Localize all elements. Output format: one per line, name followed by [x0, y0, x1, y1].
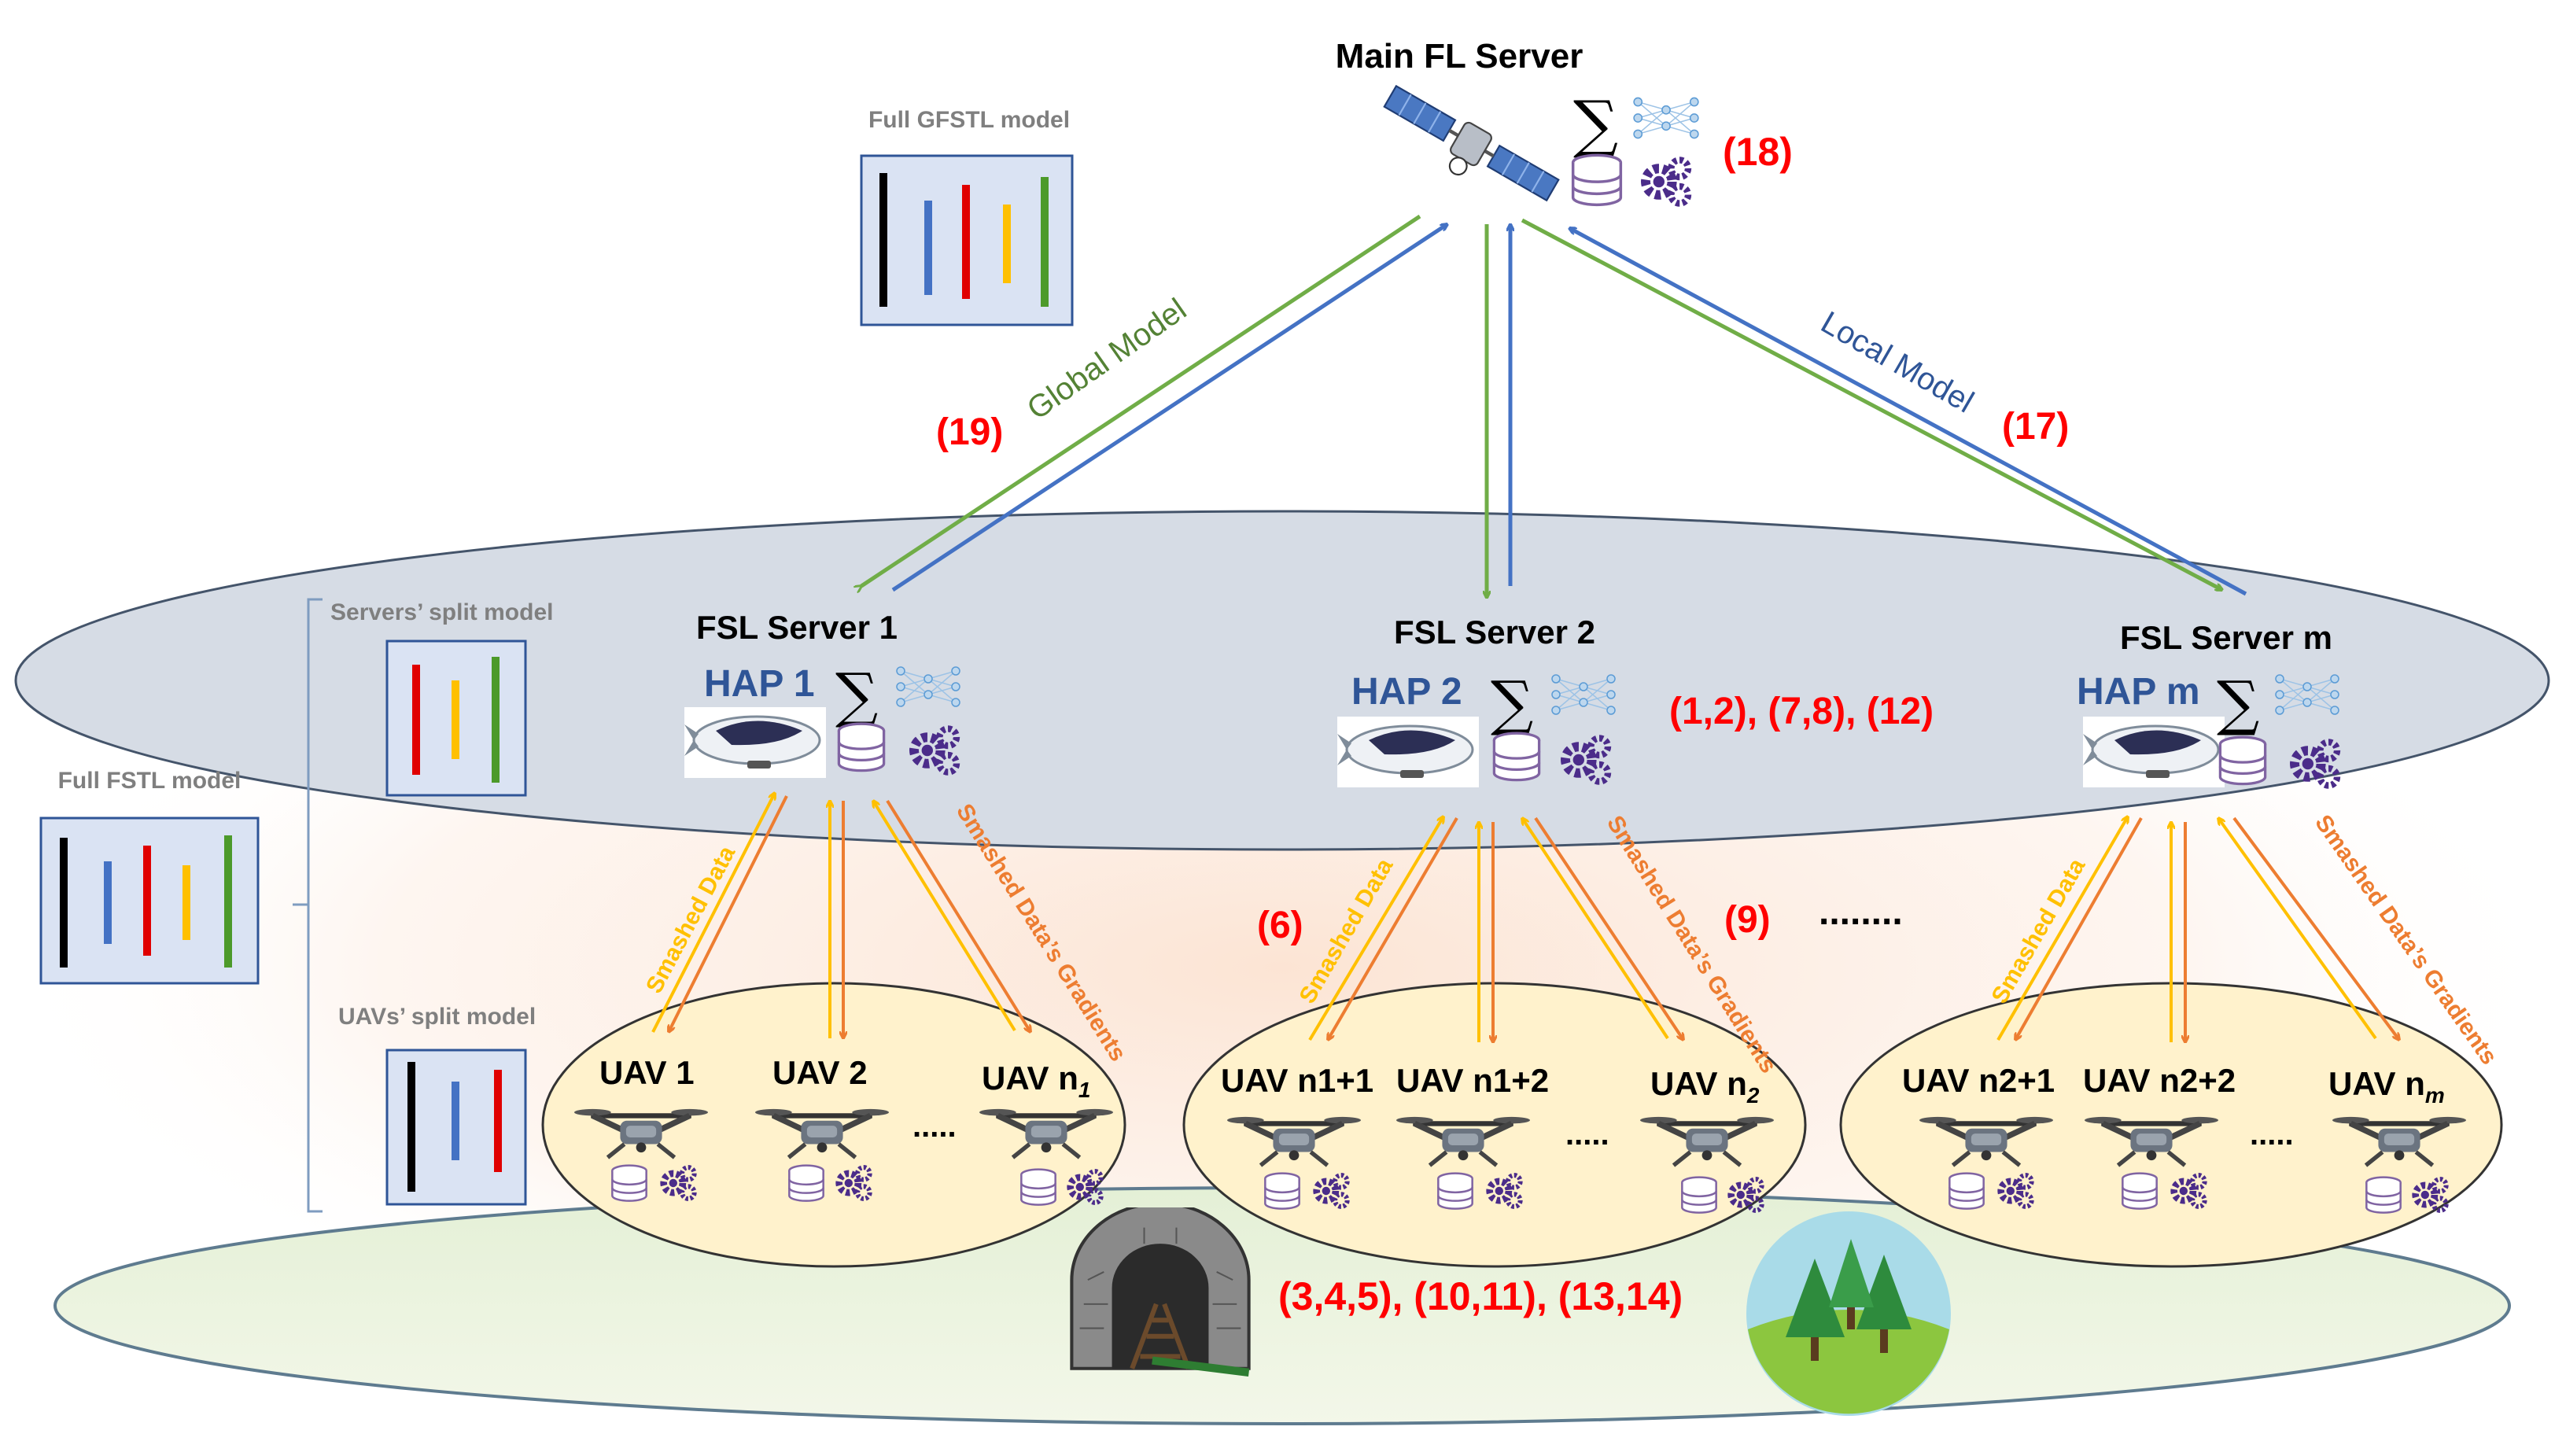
split-bracket	[293, 598, 323, 1213]
uav-label: UAV n2+1	[1902, 1062, 2055, 1099]
uav-label: UAV n2	[1650, 1065, 1760, 1108]
fsl-server-1: FSL Server 1 HAP 1 ∑	[684, 609, 960, 779]
hap-layer-ellipse	[14, 510, 2550, 851]
gears-icon	[1646, 160, 1688, 203]
full-gfstl-model-box	[860, 154, 1074, 326]
uav-label: UAV n2+2	[2083, 1062, 2236, 1099]
uav-cluster-3: UAV n2+1 UAV n2+2 UAV nm .....	[1902, 1062, 2466, 1213]
database-icon	[1492, 732, 1541, 782]
downlink-eq: (9)	[1724, 899, 1771, 941]
sum-icon: ∑	[2217, 668, 2259, 738]
fsl-server-1-title: FSL Server 1	[696, 609, 898, 646]
uavs-split-model-box	[385, 1049, 527, 1206]
servers-split-label: Servers’ split model	[330, 599, 553, 625]
airship-icon	[684, 706, 826, 779]
database-icon	[1437, 1172, 1473, 1210]
main-server-title: Main FL Server	[1336, 37, 1583, 76]
uav-cluster-1: UAV 1 UAV 2 UAV n1 .....	[574, 1054, 1113, 1205]
hap-1-label: HAP 1	[704, 663, 815, 705]
uav-label: UAV 1	[599, 1054, 695, 1091]
fsl-server-2-title: FSL Server 2	[1394, 614, 1595, 651]
database-icon	[2122, 1172, 2158, 1210]
full-gfstl-label: Full GFSTL model	[868, 107, 1070, 133]
hap-2-label: HAP 2	[1351, 671, 1462, 713]
local-model-eq: (17)	[2002, 406, 2069, 448]
uav-label: UAV nm	[2328, 1065, 2445, 1108]
uav-cluster-2: UAV n1+1 UAV n1+2 UAV n2 .....	[1221, 1062, 1774, 1213]
database-icon	[1571, 153, 1623, 207]
uav-label: UAV n1+2	[1396, 1062, 1549, 1099]
more-servers-dots: ........	[1819, 891, 1903, 933]
fsl-server-2: FSL Server 2 HAP 2 ∑	[1337, 614, 1616, 788]
database-icon	[1948, 1172, 1985, 1210]
sum-icon: ∑	[835, 660, 878, 730]
database-icon	[788, 1164, 824, 1202]
uplink-eq: (6)	[1257, 905, 1303, 946]
hap-m-label: HAP m	[2077, 671, 2200, 713]
database-icon	[2218, 735, 2267, 786]
servers-split-model-box	[385, 640, 527, 797]
airship-icon	[1337, 716, 1479, 788]
fsl-server-m-title: FSL Server m	[2120, 619, 2332, 656]
neural-net-icon	[1633, 97, 1699, 139]
uav-label: UAV n1+1	[1221, 1062, 1373, 1099]
split-links	[651, 793, 2399, 1042]
full-fstl-model-box	[39, 816, 260, 985]
ground-eq: (3,4,5), (10,11), (13,14)	[1278, 1274, 1683, 1318]
full-fstl-label: Full FSTL model	[58, 768, 241, 794]
sum-icon: ∑	[1491, 668, 1533, 738]
database-icon	[1681, 1176, 1717, 1214]
uav-label: UAV 2	[772, 1054, 868, 1091]
server-eq: (1,2), (7,8), (12)	[1669, 691, 1934, 732]
uav-dots: .....	[912, 1109, 957, 1144]
sum-icon: ∑	[1573, 87, 1618, 160]
forest-icon	[1746, 1211, 1951, 1416]
satellite-icon	[1373, 82, 1561, 220]
local-model-label: Local Model	[1816, 305, 1980, 420]
global-local-links	[861, 214, 2247, 598]
database-icon	[1020, 1168, 1056, 1206]
database-icon	[837, 722, 886, 772]
fsl-server-m: FSL Server m HAP m ∑	[2077, 619, 2339, 787]
database-icon	[2365, 1176, 2402, 1214]
tunnel-icon	[1071, 1204, 1248, 1373]
database-icon	[611, 1164, 647, 1202]
airship-icon	[2083, 716, 2225, 788]
database-icon	[1264, 1172, 1300, 1210]
uav-dots: .....	[2250, 1117, 2294, 1152]
uav-dots: .....	[1565, 1117, 1609, 1152]
global-model-eq: (19)	[936, 411, 1003, 453]
uav-label: UAV n1	[982, 1060, 1090, 1102]
uavs-split-label: UAVs’ split model	[338, 1004, 536, 1030]
main-server-eq: (18)	[1723, 130, 1793, 174]
